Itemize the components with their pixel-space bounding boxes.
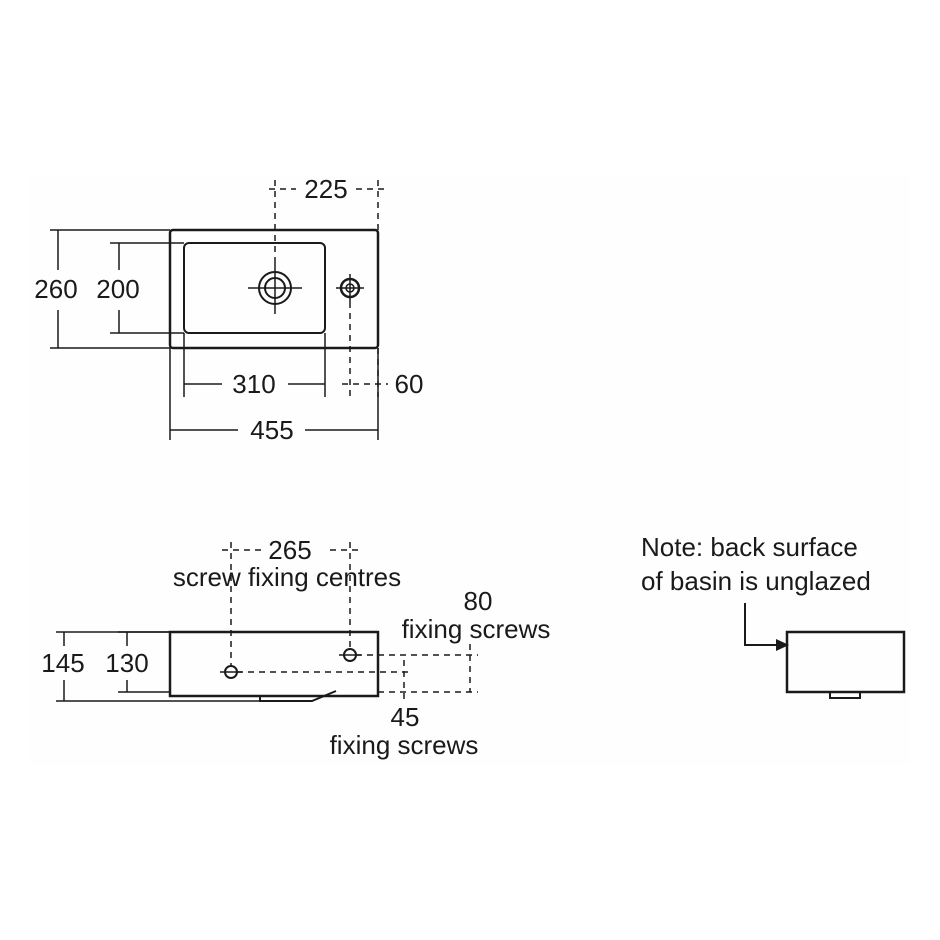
basin-outline-front bbox=[168, 630, 380, 698]
dim-lower-screws: 45 bbox=[391, 702, 420, 732]
label-upper-screws: fixing screws bbox=[402, 614, 551, 644]
dim-width-overall: 455 bbox=[250, 415, 293, 445]
dim-height-body: 130 bbox=[105, 648, 148, 678]
drawing-panel bbox=[30, 175, 910, 765]
dim-bowl-width: 310 bbox=[232, 369, 275, 399]
plan-view: 225 260 200 310 60 455 bbox=[34, 174, 423, 445]
dim-depth-overall: 260 bbox=[34, 274, 77, 304]
dim-height-overall: 145 bbox=[41, 648, 84, 678]
label-lower-screws: fixing screws bbox=[330, 730, 479, 760]
note-line-1: Note: back surface bbox=[641, 532, 858, 562]
waste-hole-icon bbox=[248, 262, 302, 314]
waste-outlet bbox=[259, 690, 337, 702]
front-view: 265 screw fixing centres 145 130 80 fixi… bbox=[41, 535, 550, 760]
basin-outline-plan bbox=[168, 228, 380, 350]
arrow-icon bbox=[776, 639, 789, 651]
dim-bowl-depth: 200 bbox=[96, 274, 139, 304]
dim-tap-to-edge: 225 bbox=[304, 174, 347, 204]
tap-hole-icon bbox=[336, 274, 364, 302]
dim-tap-hole-offset: 60 bbox=[395, 369, 424, 399]
dim-upper-screws: 80 bbox=[464, 586, 493, 616]
note-line-2: of basin is unglazed bbox=[641, 566, 871, 596]
note-view: Note: back surface of basin is unglazed bbox=[641, 532, 906, 699]
bowl-outline bbox=[183, 242, 326, 334]
basin-outlet-side bbox=[829, 691, 861, 699]
label-screw-centres: screw fixing centres bbox=[173, 562, 401, 592]
dim-screw-centres: 265 bbox=[268, 535, 311, 565]
note-leader-line bbox=[744, 603, 778, 646]
